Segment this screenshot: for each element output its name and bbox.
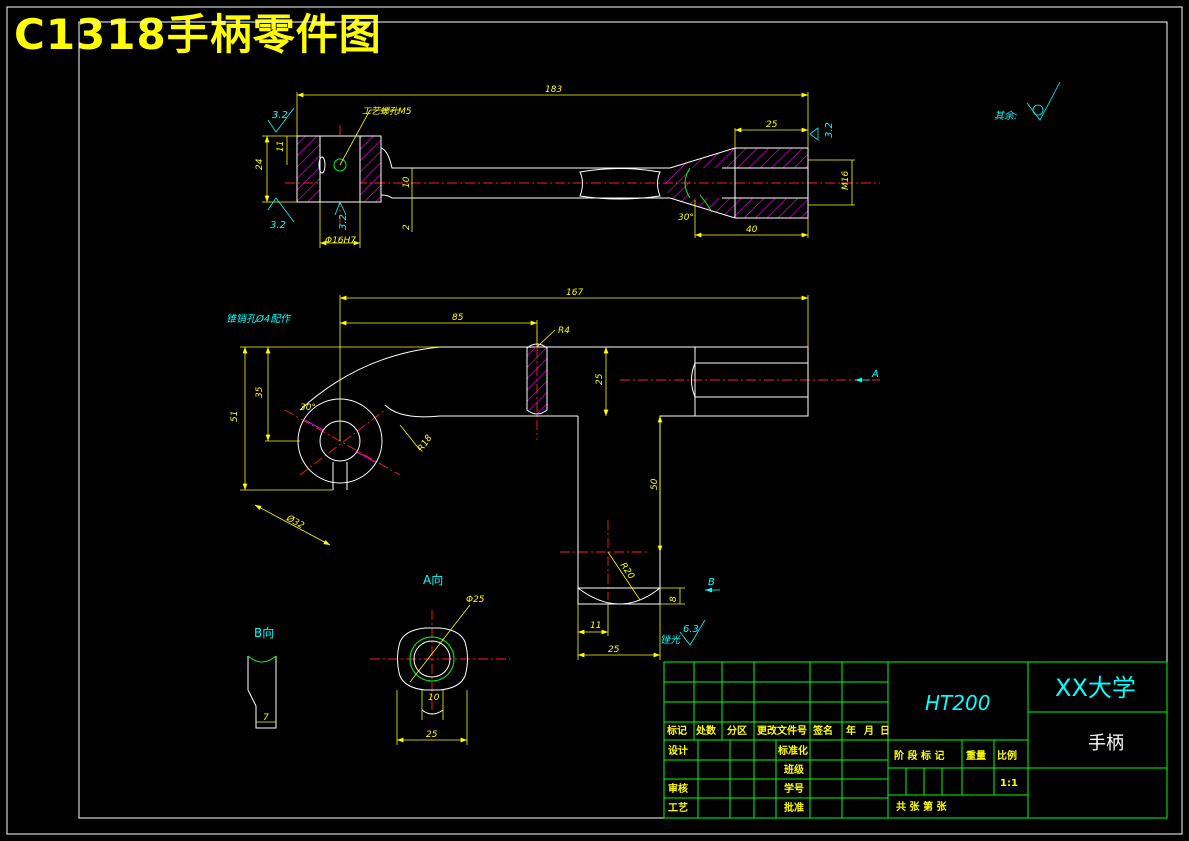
- dim-30-front: 30°: [300, 403, 316, 413]
- label-design: 设计: [668, 744, 688, 757]
- rough-3-2-a: 3.2: [272, 110, 288, 121]
- dim-167: 167: [566, 288, 583, 298]
- header-count: 处数: [695, 724, 717, 737]
- dim-183: 183: [545, 85, 562, 95]
- dim-10-top: 10: [402, 176, 412, 188]
- scale-value: 1:1: [1000, 778, 1018, 789]
- label-weight: 重量: [966, 749, 986, 762]
- b-view: [247, 655, 277, 729]
- top-view: [262, 92, 880, 248]
- dim-r4: R4: [558, 326, 570, 336]
- label-check: 审核: [668, 782, 688, 795]
- a-view-label: A向: [423, 572, 443, 587]
- header-mark: 标记: [666, 724, 687, 737]
- dim-bore: Φ16H7: [325, 236, 356, 246]
- view-arrow-b: B: [708, 577, 715, 588]
- header-signature: 签名: [812, 724, 833, 737]
- dim-8: 8: [669, 596, 679, 602]
- dim-d25: Φ25: [466, 595, 485, 605]
- dim-11-front: 11: [590, 621, 601, 631]
- rough-3-2-b: 3.2: [270, 220, 286, 231]
- label-class: 班级: [784, 763, 805, 776]
- view-arrow-a: A: [871, 369, 879, 380]
- note-taper-pin: 锥销孔Ø4配作: [226, 313, 292, 325]
- dim-10-a: 10: [428, 693, 440, 703]
- label-process: 工艺: [668, 801, 688, 814]
- rough-3-2-c: 3.2: [338, 214, 349, 230]
- dim-11: 11: [276, 141, 286, 152]
- dim-24: 24: [255, 158, 265, 170]
- b-view-label: B向: [254, 625, 274, 640]
- inner-border: [78, 21, 1168, 819]
- page-title: C1318手柄零件图: [14, 10, 382, 59]
- part-name: 手柄: [1088, 733, 1124, 754]
- dim-85: 85: [452, 313, 464, 323]
- label-stage-mark: 阶 段 标 记: [894, 749, 944, 762]
- header-zone: 分区: [727, 724, 747, 737]
- material-label: HT200: [925, 691, 990, 715]
- dim-25b-front: 25: [608, 645, 620, 655]
- dim-50: 50: [650, 478, 660, 490]
- a-view: [370, 604, 510, 745]
- dim-7: 7: [263, 713, 269, 723]
- dim-angle-30: 30°: [678, 213, 694, 223]
- rough-other-symbol: [1026, 81, 1061, 121]
- label-sheets: 共 张 第 张: [896, 800, 947, 813]
- dim-r18: R18: [416, 433, 435, 453]
- header-day: 日: [880, 725, 890, 737]
- label-standard: 标准化: [777, 744, 808, 757]
- dim-25-top: 25: [766, 120, 778, 130]
- note-hole: 工艺螺孔M5: [362, 106, 412, 117]
- dim-25-a: 25: [426, 730, 438, 740]
- dim-25-front: 25: [595, 373, 605, 385]
- label-approve: 批准: [784, 801, 804, 814]
- outer-border: [6, 6, 1183, 835]
- rough-other-label: 其余:: [994, 110, 1017, 122]
- dim-r20: R20: [618, 561, 637, 581]
- dim-35: 35: [255, 386, 265, 398]
- dim-thread: M16: [841, 171, 851, 190]
- header-year: 年: [846, 724, 856, 737]
- dim-d32: Ø32: [284, 512, 307, 531]
- school-name: XX大学: [1055, 674, 1136, 702]
- dim-2: 2: [402, 224, 412, 230]
- front-view: [240, 295, 880, 660]
- rough-3-2-d: 3.2: [824, 122, 835, 138]
- dim-40: 40: [746, 225, 758, 235]
- header-change-doc: 更改文件号: [757, 724, 807, 737]
- rough-polish-symbol: [679, 619, 706, 646]
- label-student-no: 学号: [784, 782, 804, 795]
- rough-polish-value: 6.3: [683, 624, 699, 635]
- header-month: 月: [863, 725, 874, 737]
- rough-polish-label: 锉光: [660, 634, 681, 646]
- label-scale: 比例: [997, 749, 1017, 762]
- dim-51: 51: [230, 411, 240, 422]
- title-block: [663, 661, 1168, 819]
